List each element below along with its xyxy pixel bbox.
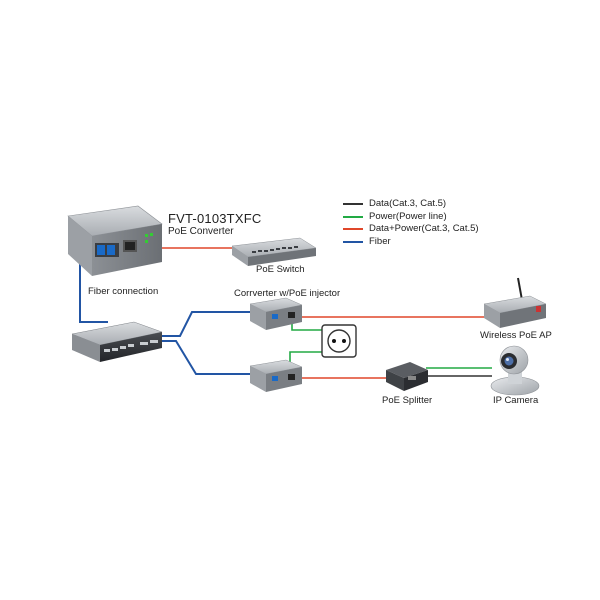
- wireless-ap-device[interactable]: [483, 277, 547, 328]
- legend-swatch-data-power: [343, 228, 363, 230]
- poe-splitter-device[interactable]: [386, 362, 428, 391]
- converter-injector-label: Corrverter w/PoE injector: [234, 288, 341, 299]
- legend-label-data-power: Data+Power(Cat.3, Cat.5): [369, 223, 479, 234]
- legend-label-power: Power(Power line): [369, 210, 447, 222]
- legend-swatch-fiber: [343, 240, 363, 243]
- model-name-label: FVT-0103TXFC: [168, 211, 262, 226]
- fiber-line-converter-to-switch: [79, 252, 108, 323]
- fiber-line-switch-to-injector: [160, 311, 252, 337]
- power-outlet-icon: [321, 324, 357, 358]
- power-lines: [289, 319, 492, 372]
- fiber-lines: [79, 252, 252, 375]
- legend-swatch-power: [343, 215, 363, 218]
- poe-switch-device[interactable]: [231, 237, 317, 266]
- poe-splitter-label: PoE Splitter: [382, 395, 433, 406]
- poe-switch-label: PoE Switch: [256, 264, 305, 275]
- legend-label-fiber: Fiber: [369, 235, 391, 247]
- fiber-switch-device[interactable]: [71, 321, 163, 362]
- wireless-ap-label: Wireless PoE AP: [480, 330, 552, 341]
- poe-converter-device[interactable]: [67, 205, 163, 276]
- ip-camera-device[interactable]: [490, 345, 540, 396]
- legend-label-data: Data(Cat.3, Cat.5): [369, 198, 447, 209]
- fiber-line-switch-to-converter2: [160, 340, 252, 375]
- converter-device[interactable]: [249, 359, 303, 392]
- ip-camera-label: IP Camera: [493, 395, 539, 406]
- legend-swatch-data: [343, 203, 363, 205]
- model-subtitle-label: PoE Converter: [168, 226, 234, 237]
- fiber-connection-label: Fiber connection: [88, 286, 159, 297]
- injector-converter-device[interactable]: [249, 297, 303, 330]
